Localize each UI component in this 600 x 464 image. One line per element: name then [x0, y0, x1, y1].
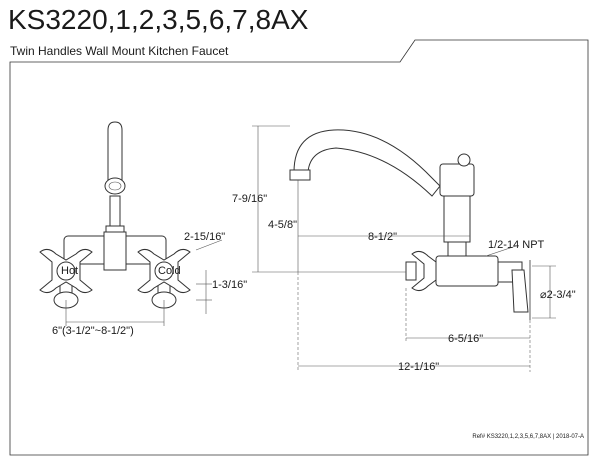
side-view: 7-9/16" 4-5/8" 8-1/2" 1/2-14 NPT ⌀2-3/4"…	[232, 125, 576, 373]
dim-spout-height: 4-5/8"	[268, 219, 297, 231]
right-cross-handle: Cold	[137, 248, 191, 294]
sheet-frame	[9, 39, 589, 456]
front-aerator	[104, 177, 126, 195]
product-subtitle: Twin Handles Wall Mount Kitchen Faucet	[10, 44, 229, 58]
front-spout-column	[109, 195, 121, 227]
side-aerator	[289, 169, 311, 181]
front-spout	[107, 121, 123, 189]
dim-spout-reach: 8-1/2"	[368, 231, 397, 243]
dim-flange-diameter: ⌀2-3/4"	[540, 289, 576, 301]
dim-total-depth: 12-1/16"	[398, 361, 439, 373]
side-valve-body	[435, 255, 499, 287]
front-view: Hot Cold 2-15/16" 1-3/16" 6"(3-1/2"~8-1/…	[39, 121, 247, 337]
side-body-top	[439, 163, 475, 197]
reference-footer: Ref# KS3220,1,2,3,5,6,7,8AX | 2018-07-A	[472, 434, 584, 440]
side-cross-handle	[411, 250, 437, 292]
dim-body-depth: 6-5/16"	[448, 333, 483, 345]
left-cross-handle: Hot	[39, 248, 93, 294]
dim-handle-width: 2-15/16"	[184, 231, 225, 243]
svg-text:Cold: Cold	[158, 265, 181, 277]
dim-total-height: 7-9/16"	[232, 193, 267, 205]
side-spout	[293, 129, 441, 197]
dim-handle-spread: 6"(3-1/2"~8-1/2")	[52, 325, 134, 337]
dim-connection: 1/2-14 NPT	[488, 239, 545, 251]
svg-text:Hot: Hot	[61, 265, 78, 277]
model-title: KS3220,1,2,3,5,6,7,8AX	[8, 4, 309, 35]
dim-handle-height: 1-3/16"	[212, 279, 247, 291]
